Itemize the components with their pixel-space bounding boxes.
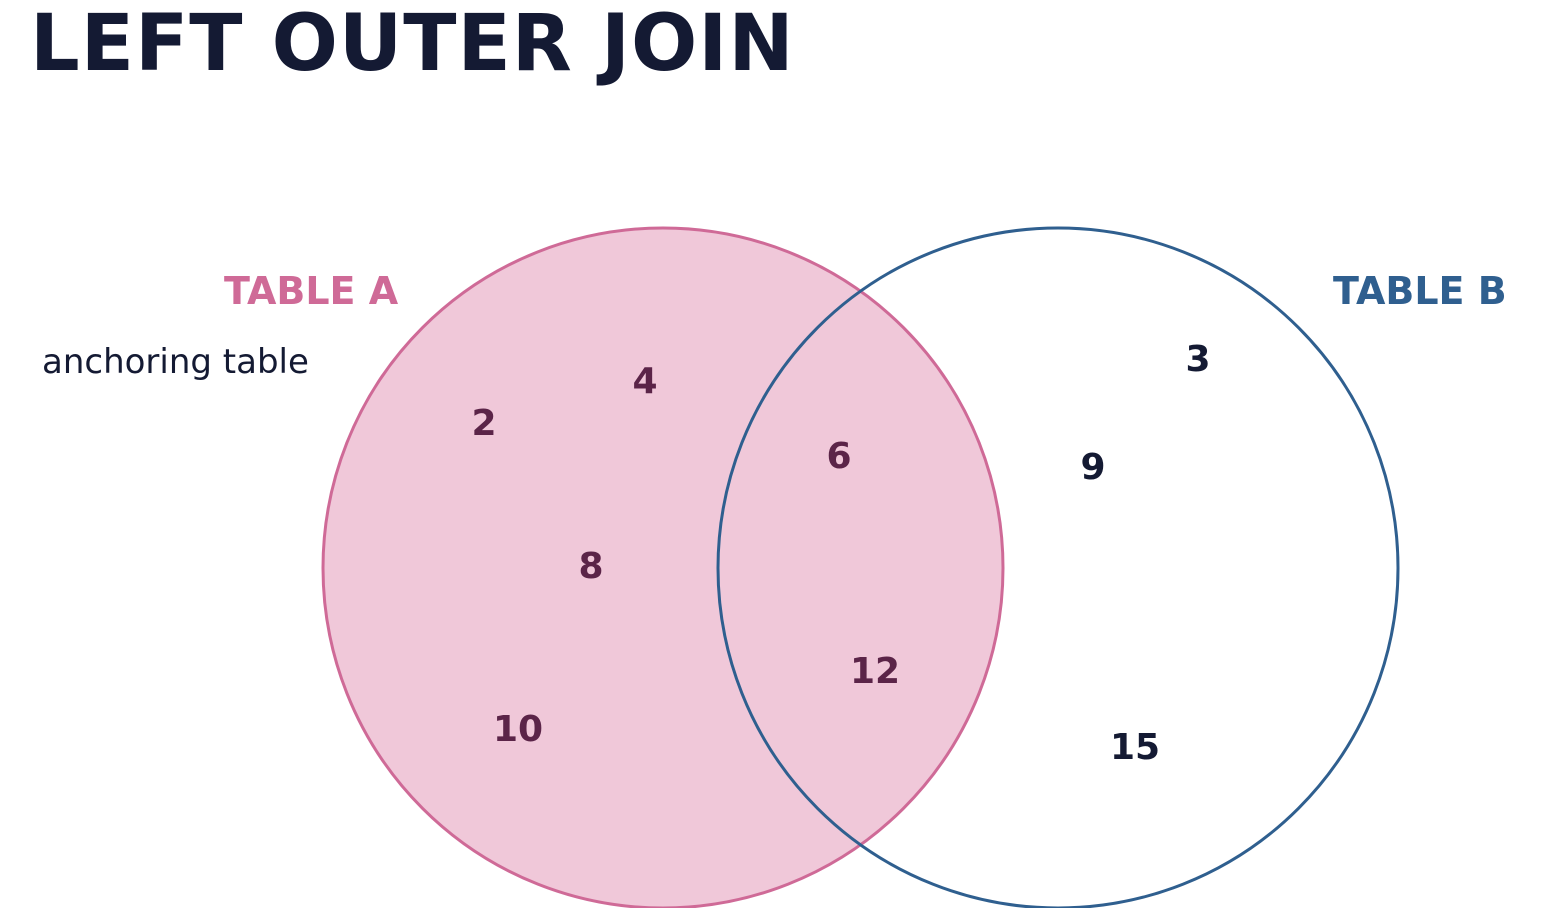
value-table-b: 3 [1185,339,1210,380]
table-b-circle [716,226,1400,908]
table-b-label: TABLE B [1333,269,1507,313]
anchoring-table-note: anchoring table [42,342,309,382]
table-a-label: TABLE A [224,269,399,313]
value-table-a: 2 [471,403,496,444]
value-table-a: 8 [578,546,603,587]
value-table-b: 15 [1110,727,1160,768]
value-table-b: 9 [1080,447,1105,488]
value-intersection: 12 [850,651,900,692]
value-table-a: 10 [493,709,543,750]
page-title: LEFT OUTER JOIN [30,0,795,89]
value-intersection: 6 [826,436,851,477]
value-table-a: 4 [632,361,657,402]
table-a-circle [321,226,1005,908]
